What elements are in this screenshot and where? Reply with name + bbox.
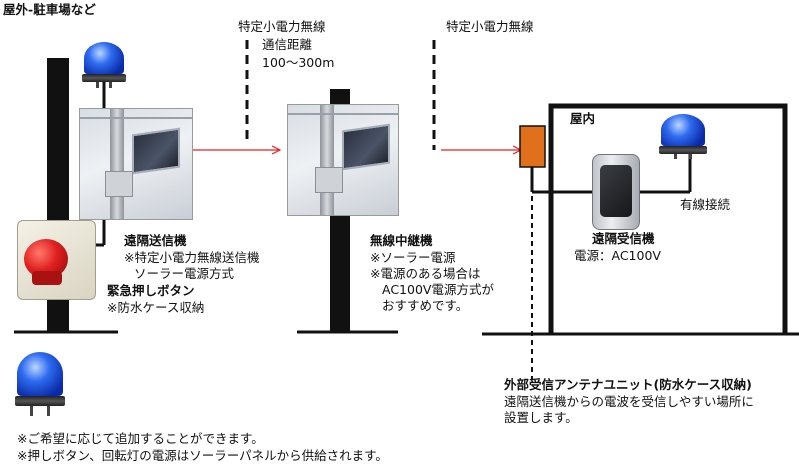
transmitter-note1: ※特定小電力無線送信機 (124, 250, 260, 265)
footnote-1: ※ご希望に応じて追加することができます。 (17, 431, 264, 446)
optional-lamp-icon (15, 352, 65, 418)
transmitter-title: 遠隔送信機 (124, 233, 187, 248)
transmitter-lamp-icon (82, 42, 126, 88)
repeater-note2: ※電源のある場合は (370, 266, 481, 281)
indoor-lamp-icon (659, 114, 707, 159)
repeater-photo (287, 104, 399, 216)
building-outline (548, 103, 788, 334)
footnote-2: ※押しボタン、回転灯の電源はソーラーパネルから供給されます。 (17, 448, 388, 463)
antenna-unit-desc2: 設置します。 (504, 410, 578, 425)
transmitter-photo (79, 108, 193, 220)
receiver-power: 電源：AC100V (574, 248, 661, 263)
antenna-unit-desc1: 遠隔送信機からの電波を受信しやすい場所に (504, 394, 754, 409)
repeater-note3: AC100V電源方式が (382, 282, 494, 297)
repeater-note4: おすすめです。 (382, 298, 469, 313)
emergency-button-icon (17, 220, 96, 300)
link2-line1: 特定小電力無線 (446, 19, 534, 34)
receiver-device-icon (592, 154, 640, 230)
outdoor-label: 屋外-駐車場など (3, 2, 96, 17)
wired-connection-label: 有線接続 (680, 197, 731, 212)
link1-line3: 100～300m (262, 55, 335, 70)
repeater-note1: ※ソーラー電源 (370, 250, 456, 265)
transmitter-note2: ソーラー電源方式 (134, 266, 235, 281)
receiver-title: 遠隔受信機 (592, 231, 655, 246)
link1-line1: 特定小電力無線 (238, 19, 326, 34)
emergency-button-note: ※防水ケース収納 (107, 300, 205, 315)
repeater-title: 無線中継機 (370, 233, 433, 248)
antenna-unit-box (519, 125, 546, 168)
link1-line2: 通信距離 (262, 37, 313, 52)
indoor-label: 屋内 (570, 111, 596, 126)
emergency-button-title: 緊急押しボタン (107, 283, 195, 298)
antenna-unit-title: 外部受信アンテナユニット(防水ケース収納) (504, 377, 752, 392)
